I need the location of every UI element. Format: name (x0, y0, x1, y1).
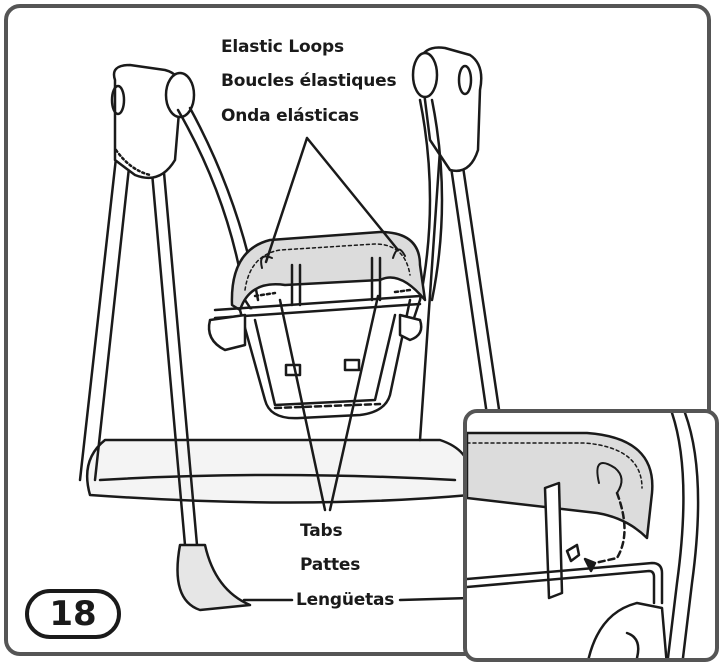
swing-base (85, 438, 472, 504)
tabs-pointer (278, 294, 380, 512)
inset-frame-arm (666, 413, 685, 658)
inset-elastic-loop (596, 462, 623, 494)
tabs-label-en: Tabs (300, 521, 343, 541)
detail-inset (463, 409, 719, 662)
inset-bar (467, 561, 664, 605)
right-motor-hub (411, 46, 483, 173)
seat-padding (230, 230, 427, 312)
tabs-label-es: Lengüetas (296, 590, 395, 610)
left-rear-leg (148, 148, 187, 547)
inset-tab (543, 481, 564, 600)
lenguetas-leader (242, 596, 472, 602)
right-rear-leg (418, 148, 442, 442)
tabs-label-fr: Pattes (300, 555, 361, 575)
seat-shell (238, 298, 412, 420)
elastic-loops-pointer (264, 136, 400, 264)
elastic-loops-label-fr: Boucles élastiques (221, 71, 397, 91)
detail-illustration (467, 413, 700, 658)
elastic-loops-label-es: Onda elásticas (221, 106, 359, 126)
seat-bar (213, 294, 422, 312)
left-front-leg (78, 138, 120, 482)
step-number-badge: 18 (25, 589, 121, 639)
inset-small-tab (565, 543, 581, 563)
left-motor-hub (110, 63, 196, 180)
elastic-loops-label-en: Elastic Loops (221, 37, 344, 57)
